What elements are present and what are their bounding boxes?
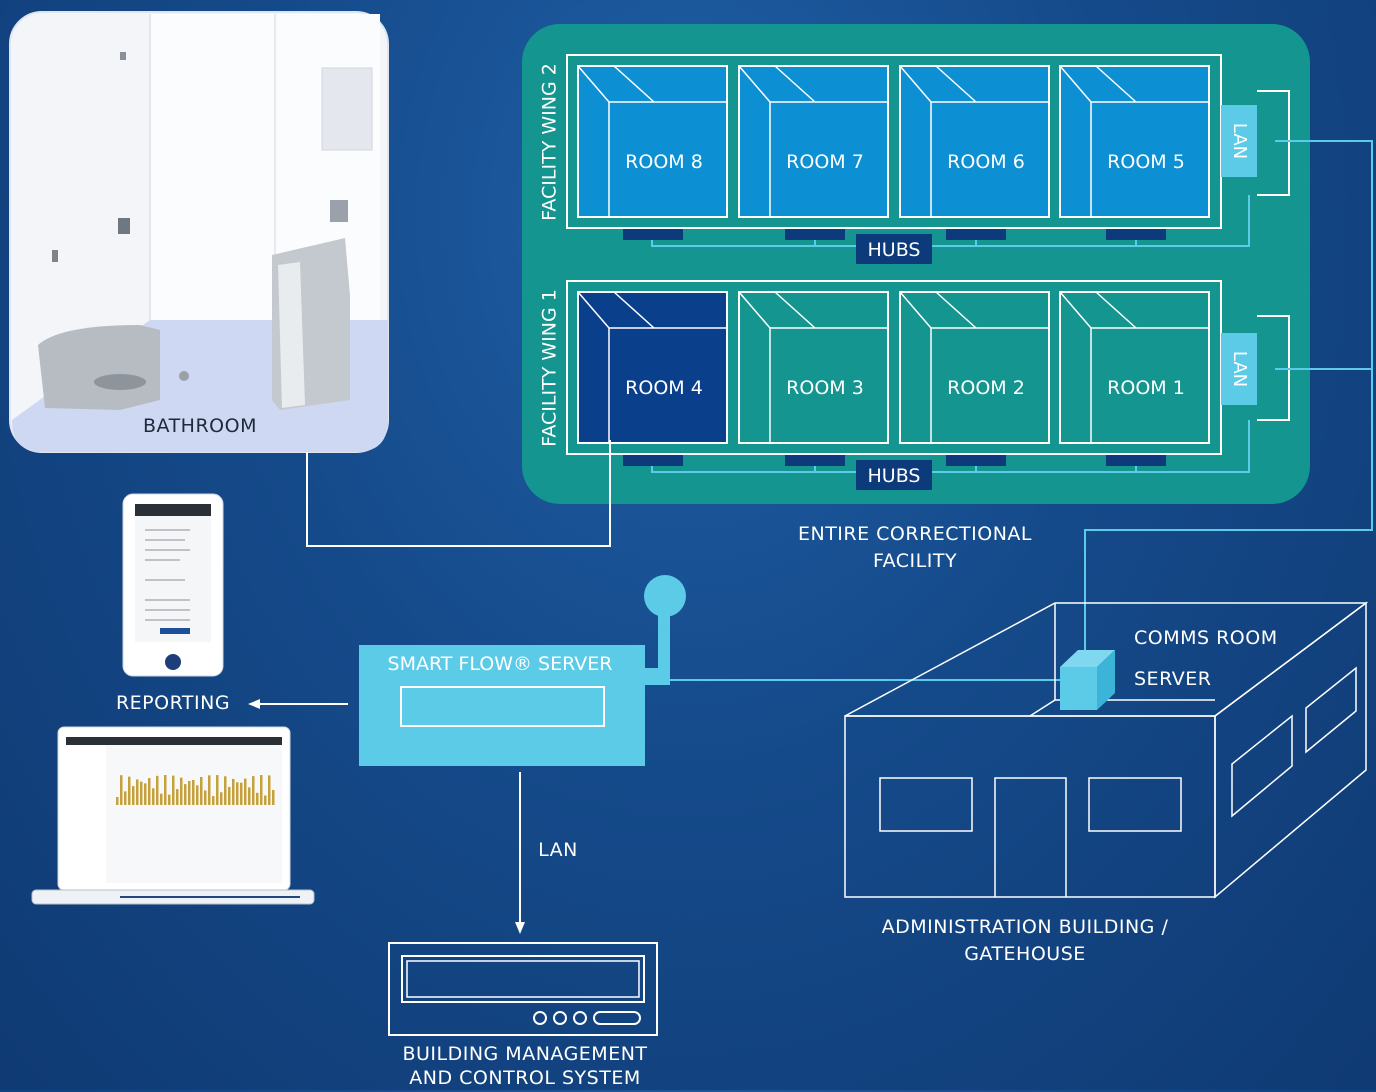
wing1-hubs-box: [856, 460, 932, 490]
lan-trunk: [1084, 140, 1373, 665]
room-label: ROOM 7: [786, 151, 864, 173]
room-label: ROOM 6: [947, 151, 1025, 173]
bathroom-card: [9, 11, 389, 453]
room-room-8: ROOM 8: [577, 65, 728, 218]
hub-marker: [785, 229, 845, 240]
hub-marker: [946, 229, 1006, 240]
hub-marker: [1106, 455, 1166, 466]
room-label: ROOM 8: [625, 151, 703, 173]
phone-illustration: [122, 493, 224, 677]
wing2-lan-box: [1221, 105, 1257, 177]
room-room-6: ROOM 6: [899, 65, 1050, 218]
admin-label-line2: GATEHOUSE: [964, 943, 1086, 965]
room-label: ROOM 3: [786, 377, 864, 399]
wing1-lan-label: LAN: [1229, 351, 1250, 387]
bathroom-room4-link: [306, 440, 611, 547]
laptop-illustration: [31, 726, 315, 905]
hub-marker: [785, 455, 845, 466]
lan-label: LAN: [538, 839, 578, 861]
room-label: ROOM 5: [1107, 151, 1185, 173]
room-room-4: ROOM 4: [577, 291, 728, 444]
wing2-hubs-box: [856, 234, 932, 264]
hub-marker: [623, 229, 683, 240]
room-room-3: ROOM 3: [738, 291, 889, 444]
hub-marker: [1106, 229, 1166, 240]
bms-label-line2: AND CONTROL SYSTEM: [409, 1067, 641, 1089]
room-label: ROOM 4: [625, 377, 703, 399]
bms-device: [388, 942, 658, 1036]
room-room-2: ROOM 2: [899, 291, 1050, 444]
wing2-lan-label: LAN: [1229, 123, 1250, 159]
hub-marker: [623, 455, 683, 466]
facility-caption-line2: FACILITY: [872, 550, 958, 572]
wing2-hubs-label: HUBS: [868, 239, 921, 261]
room-label: ROOM 2: [947, 377, 1025, 399]
comms-room-label: COMMS ROOM: [1134, 627, 1278, 649]
bms-label-line1: BUILDING MANAGEMENT: [402, 1043, 648, 1065]
comms-server-cube: [1060, 650, 1115, 710]
wing1-label: FACILITY WING 1: [539, 289, 561, 447]
reporting-label: REPORTING: [115, 692, 231, 714]
admin-label-line1: ADMINISTRATION BUILDING /: [881, 916, 1169, 938]
room-label: ROOM 1: [1107, 377, 1185, 399]
wing1-lan-box: [1221, 333, 1257, 405]
room-room-7: ROOM 7: [738, 65, 889, 218]
comms-server-label: SERVER: [1134, 668, 1212, 690]
hub-marker: [946, 455, 1006, 466]
wing2-label: FACILITY WING 2: [539, 63, 561, 221]
bathroom-label: BATHROOM: [143, 415, 257, 437]
server-label: SMART FLOW® SERVER: [388, 653, 613, 675]
admin-building: [844, 601, 1369, 899]
room-room-5: ROOM 5: [1059, 65, 1210, 218]
smart-flow-server: [359, 575, 686, 766]
facility-caption-line1: ENTIRE CORRECTIONAL: [797, 523, 1033, 545]
wing1-hubs-label: HUBS: [868, 465, 921, 487]
room-room-1: ROOM 1: [1059, 291, 1210, 444]
